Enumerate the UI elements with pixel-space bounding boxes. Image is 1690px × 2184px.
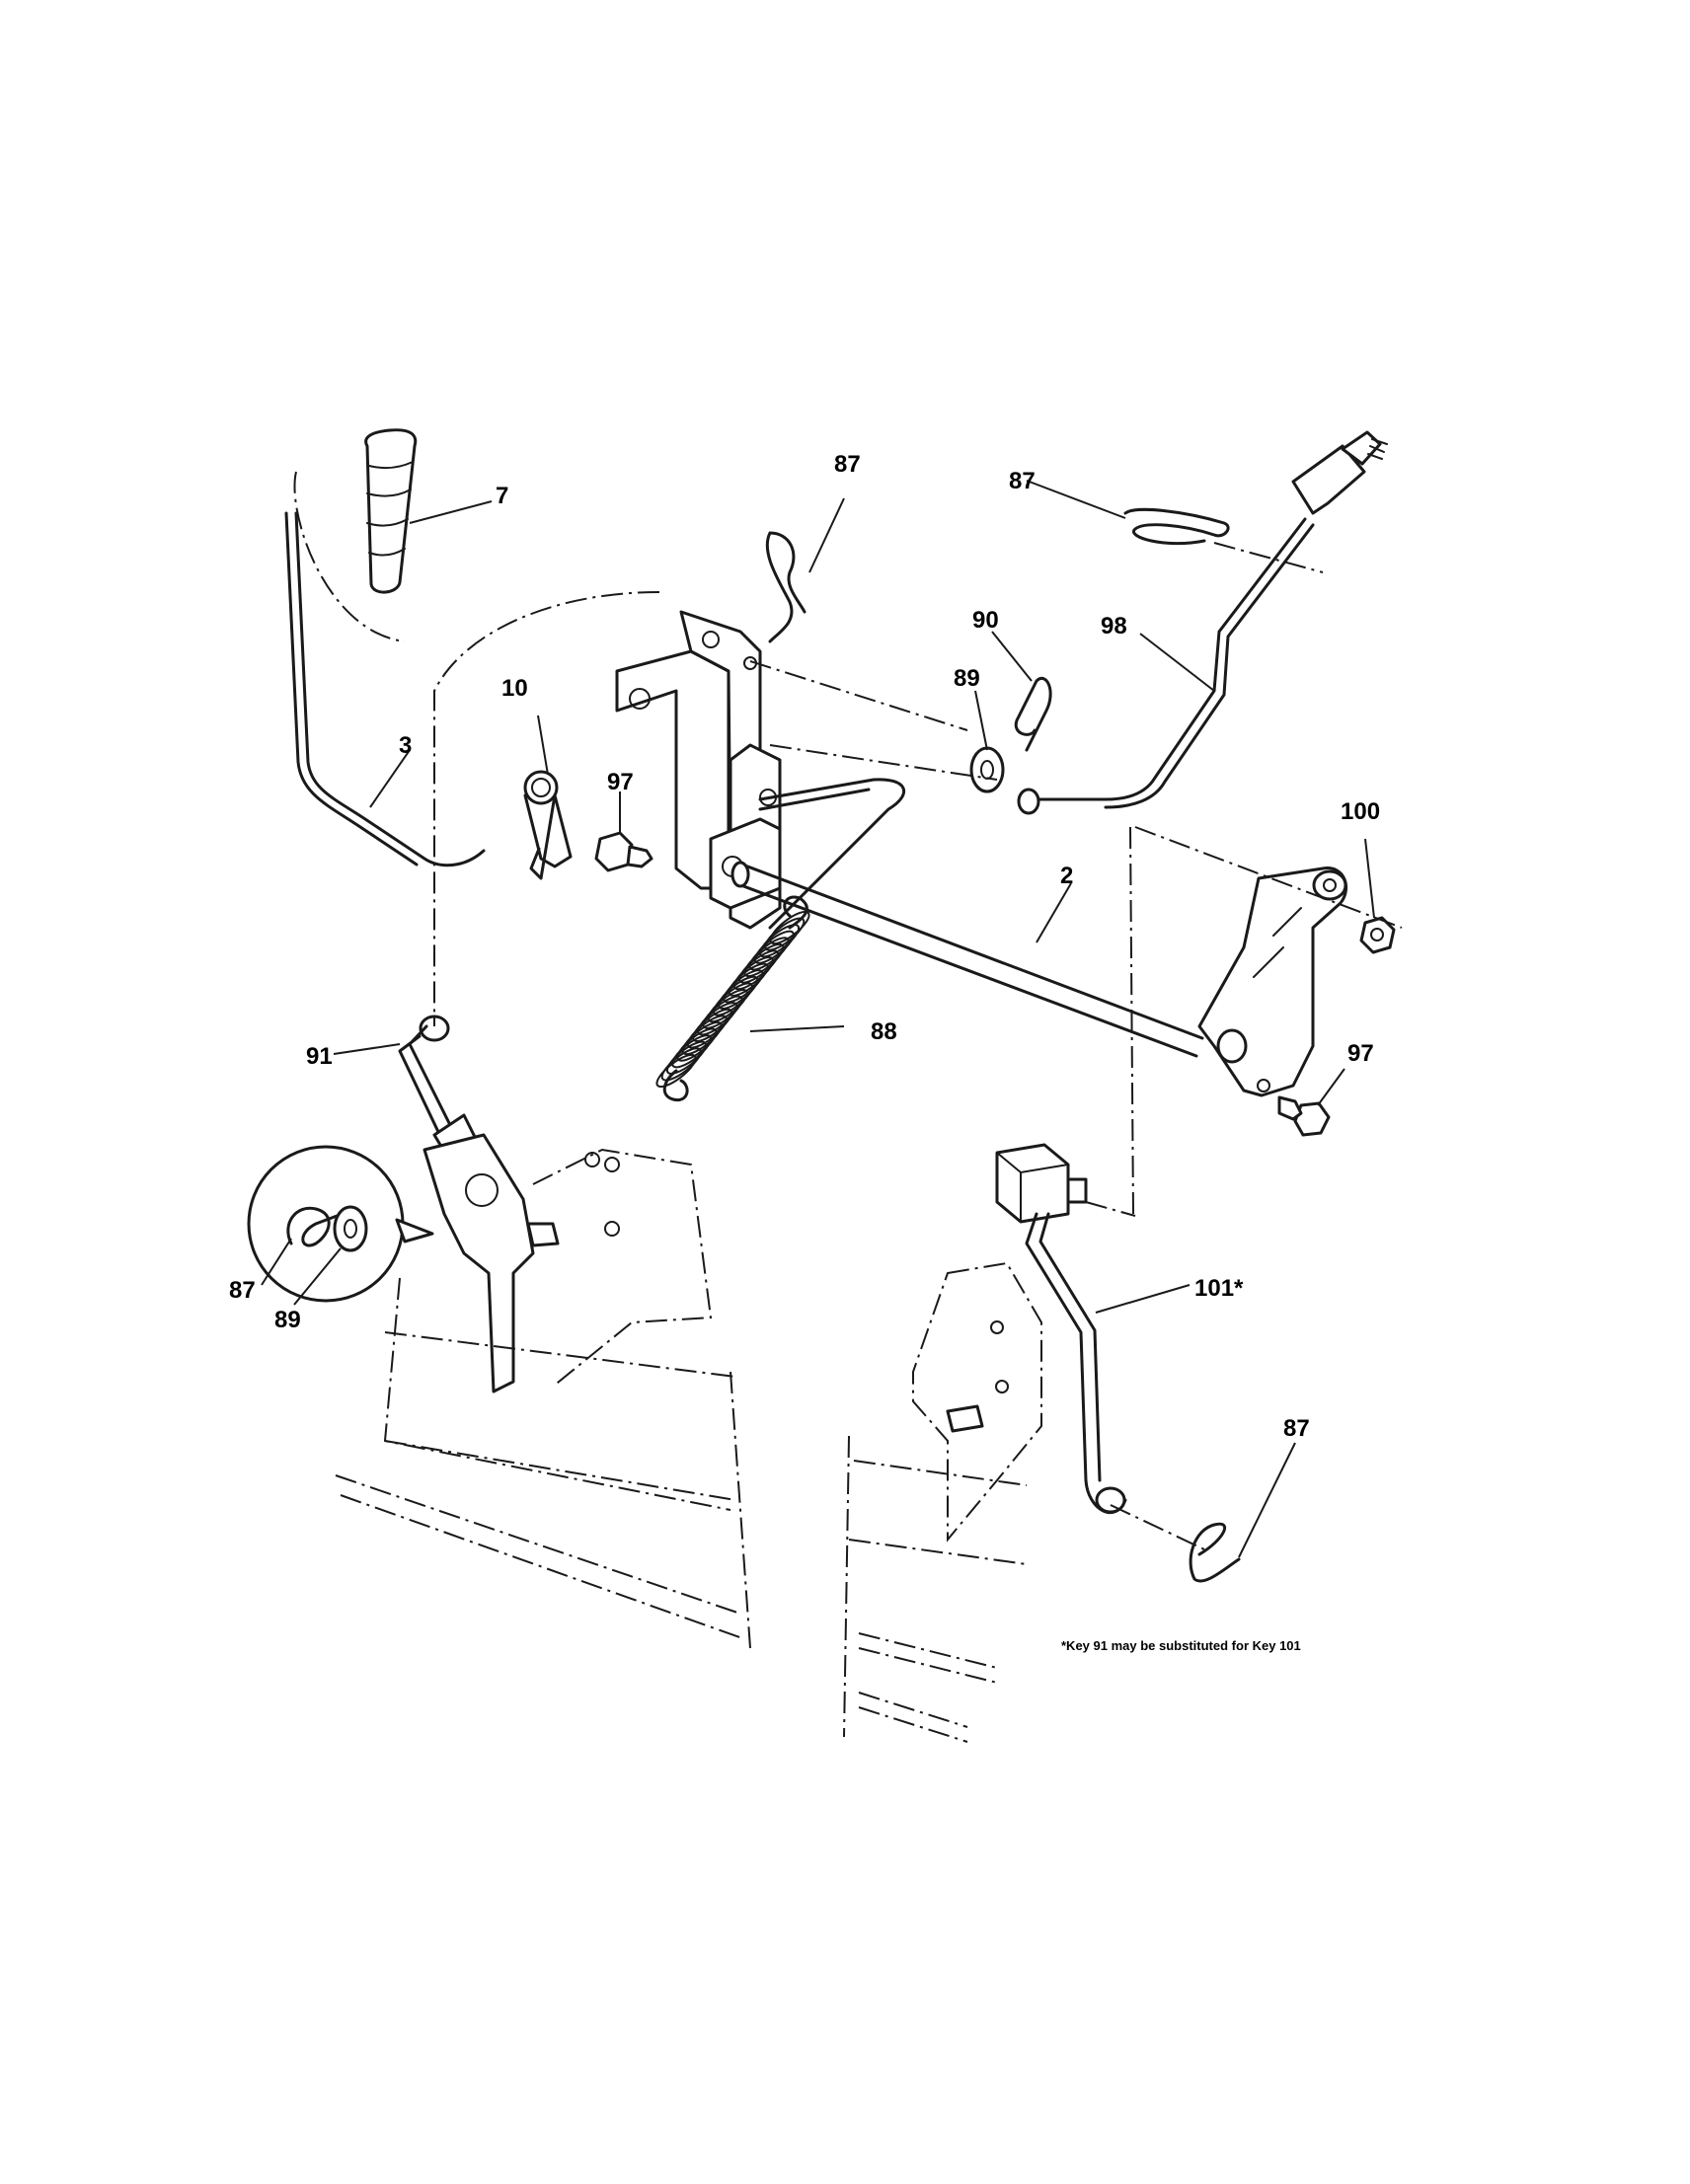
right-lift-arm — [1197, 866, 1348, 1097]
spring-coil — [655, 1053, 697, 1089]
callout-98: 98 — [1101, 613, 1127, 640]
callout-90: 90 — [972, 607, 999, 634]
hair-pin-right — [1123, 507, 1230, 546]
right-deck — [843, 1435, 1028, 1743]
cotter-pin — [1014, 677, 1052, 752]
footnote: *Key 91 may be substituted for Key 101 — [1061, 1638, 1301, 1653]
detail-callout — [247, 1145, 434, 1303]
callout-91: 91 — [306, 1043, 333, 1070]
callout-87-top: 87 — [834, 451, 861, 478]
left-deck-bracket — [422, 1133, 713, 1393]
washer-top — [969, 746, 1005, 793]
callout-2: 2 — [1060, 863, 1073, 889]
torsion-spring — [523, 770, 573, 880]
spring-coil — [665, 1040, 707, 1075]
bolt-top — [594, 831, 653, 872]
lever-rod — [1017, 430, 1388, 815]
callout-87-bottom: 87 — [1283, 1415, 1310, 1442]
left-deck — [335, 1277, 751, 1649]
hair-pin-top — [765, 531, 807, 643]
handle-grip — [364, 428, 418, 594]
right-deck-bracket — [912, 1261, 1042, 1543]
spring-coil — [671, 1034, 713, 1069]
lift-shaft — [730, 861, 1204, 1058]
callout-7: 7 — [496, 483, 508, 509]
callout-10: 10 — [501, 675, 528, 702]
spring-hook-lower — [662, 1069, 689, 1102]
hex-nut — [1359, 916, 1396, 954]
callout-100: 100 — [1341, 798, 1380, 825]
callout-labels: 7 87 87 90 98 89 10 3 97 2 100 88 97 91 … — [229, 451, 1380, 1653]
callout-97-top: 97 — [607, 769, 634, 795]
callout-97-right: 97 — [1347, 1040, 1374, 1067]
callout-3: 3 — [399, 732, 412, 759]
callout-88: 88 — [871, 1018, 897, 1045]
mounting-bracket — [615, 610, 782, 930]
callout-89-detail: 89 — [274, 1307, 301, 1333]
hair-pin-bottom — [1189, 1522, 1241, 1583]
spring-hook-upper — [783, 895, 808, 930]
assembly-center-lines — [433, 542, 1403, 1550]
callout-87-right: 87 — [1009, 468, 1036, 494]
callout-101: 101* — [1194, 1275, 1244, 1302]
spring-hook-wire — [758, 778, 906, 930]
extension-spring — [655, 895, 810, 1102]
spring-coil — [660, 1047, 702, 1082]
lift-handle-rod — [284, 471, 486, 867]
callout-87-detail: 87 — [229, 1277, 256, 1304]
leader-lines — [261, 480, 1375, 1558]
bolt-right — [1277, 1095, 1331, 1137]
callout-89-top: 89 — [954, 665, 980, 692]
right-deck-hanger — [995, 1143, 1127, 1514]
